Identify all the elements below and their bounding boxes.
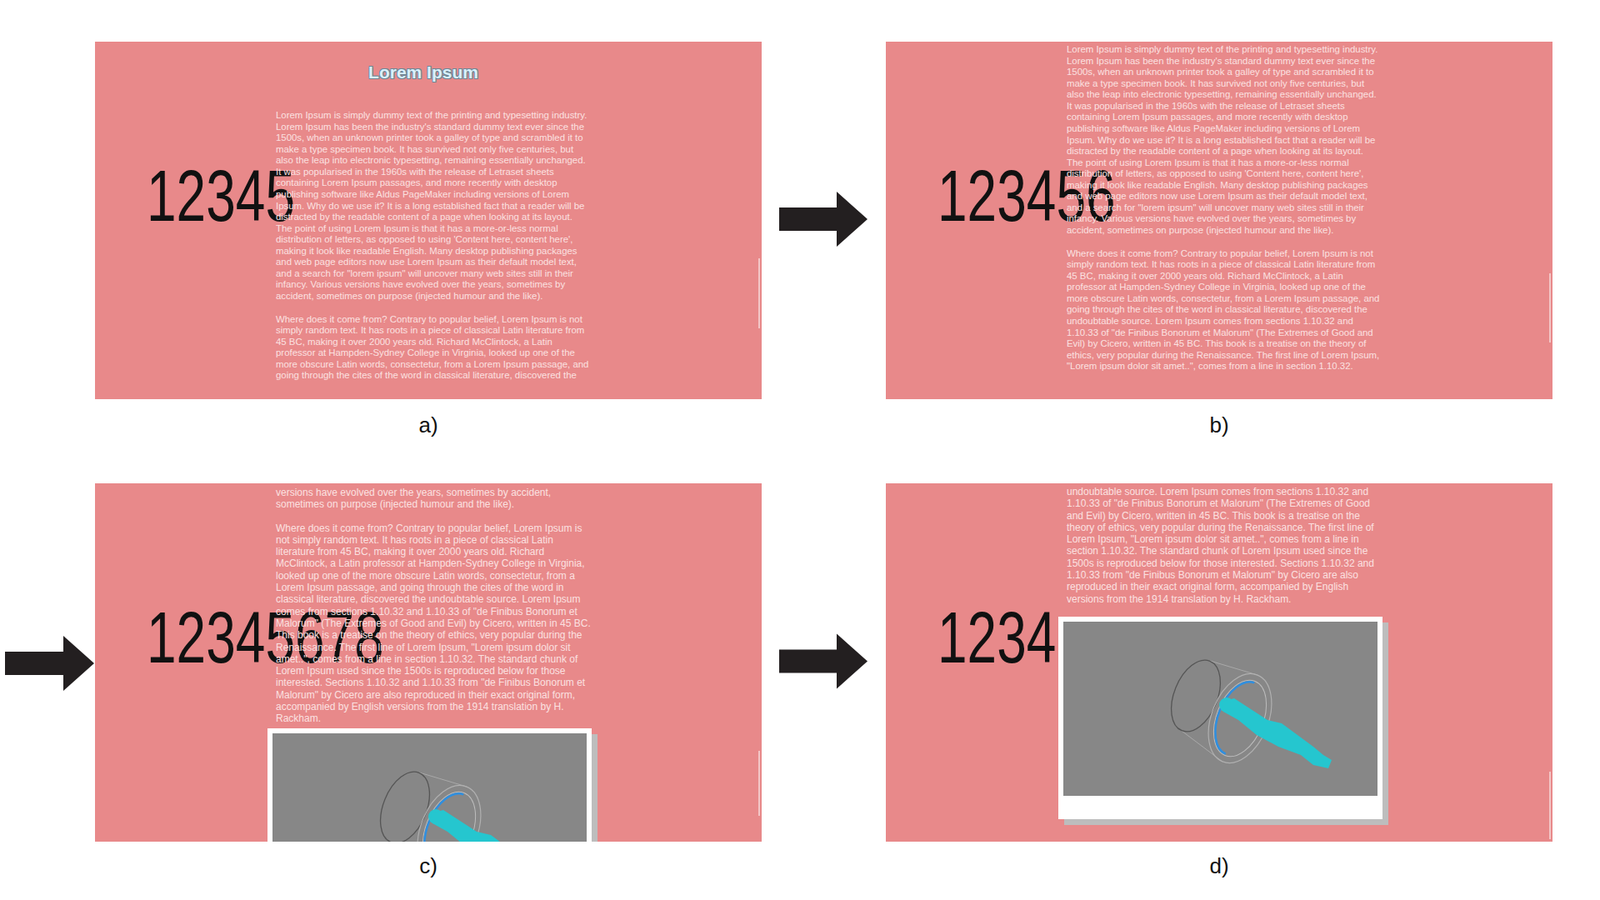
counter-number: 1234 [937,601,1056,674]
scrollbar [1549,273,1551,343]
text-column: versions have evolved over the years, so… [275,486,591,725]
body-paragraph: Lorem Ipsum is simply dummy text of the … [1066,44,1382,237]
panel-label: b) [885,412,1553,439]
block-arrow [779,634,868,690]
image-card [267,728,600,842]
screenshot-panel: 1234d)undoubtable source. Lorem Ipsum co… [885,483,1553,842]
body-paragraph: Lorem Ipsum is simply dummy text of the … [275,110,591,303]
block-arrow [779,191,868,247]
body-paragraph: versions have evolved over the years, so… [275,486,591,511]
panel-label: c) [95,853,762,880]
block-arrow [5,635,95,691]
body-paragraph: undoubtable source. Lorem Ipsum comes fr… [1066,485,1382,605]
page-title: Lorem Ipsum [95,62,752,83]
scrollbar [758,258,760,329]
body-paragraph: Where does it come from? Contrary to pop… [275,314,591,382]
panel-label: d) [885,853,1553,880]
scrollbar [1549,771,1551,840]
screenshot-panel: 12345678c)versions have evolved over the… [95,483,762,842]
text-column: Lorem Ipsum is simply dummy text of the … [1066,44,1382,373]
scrollbar [758,750,760,816]
panel-label: a) [95,412,762,439]
text-column: undoubtable source. Lorem Ipsum comes fr… [1066,485,1382,605]
screenshot-panel: Lorem Ipsum12345a)Lorem Ipsum is simply … [95,41,762,400]
text-column: Lorem Ipsum is simply dummy text of the … [275,110,591,382]
screenshot-panel: 123456b)Lorem Ipsum is simply dummy text… [885,41,1553,400]
image-card [1058,616,1390,827]
body-paragraph: Where does it come from? Contrary to pop… [275,522,591,725]
body-paragraph: Where does it come from? Contrary to pop… [1066,248,1382,373]
counter-number: 12345 [146,160,295,232]
